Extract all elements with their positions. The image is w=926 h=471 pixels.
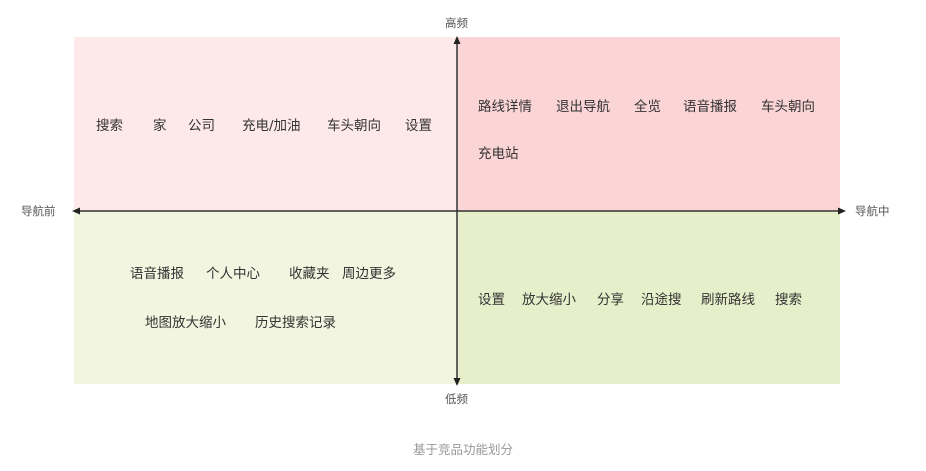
feature-item: 家 [153,118,167,134]
quadrant-high-freq-before-nav [74,37,457,211]
feature-item: 收藏夹 [289,266,330,282]
axis-label-low-frequency: 低频 [445,392,468,406]
axis-label-before-navigation: 导航前 [21,204,56,218]
quadrant-low-freq-before-nav [74,211,457,384]
feature-item: 全览 [634,99,661,115]
feature-item: 周边更多 [342,266,396,282]
feature-item: 语音播报 [683,99,737,115]
feature-item: 路线详情 [478,99,532,115]
arrow-left-icon [72,207,80,215]
feature-item: 历史搜索记录 [255,315,336,331]
feature-item: 设置 [478,292,505,308]
arrow-down-icon [453,378,461,386]
axis-label-during-navigation: 导航中 [855,204,890,218]
feature-item: 放大缩小 [522,292,576,308]
feature-item: 语音播报 [130,266,184,282]
feature-item: 刷新路线 [701,292,755,308]
quadrant-high-freq-during-nav [457,37,840,211]
axis-label-high-frequency: 高频 [445,16,468,30]
feature-item: 车头朝向 [761,99,815,115]
arrow-right-icon [838,207,846,215]
feature-item: 车头朝向 [327,118,381,134]
feature-item: 沿途搜 [641,292,682,308]
feature-item: 个人中心 [206,266,260,282]
arrow-up-icon [453,36,461,44]
feature-item: 搜索 [96,118,123,134]
feature-item: 分享 [597,292,624,308]
feature-item: 公司 [188,118,215,134]
feature-item: 设置 [405,118,432,134]
feature-item: 退出导航 [556,99,610,115]
feature-item: 搜索 [775,292,802,308]
feature-item: 地图放大缩小 [145,315,226,331]
feature-item: 充电站 [478,146,519,162]
feature-item: 充电/加油 [242,118,301,134]
quadrant-low-freq-during-nav [457,211,840,384]
figure-caption: 基于竞品功能划分 [412,442,513,457]
